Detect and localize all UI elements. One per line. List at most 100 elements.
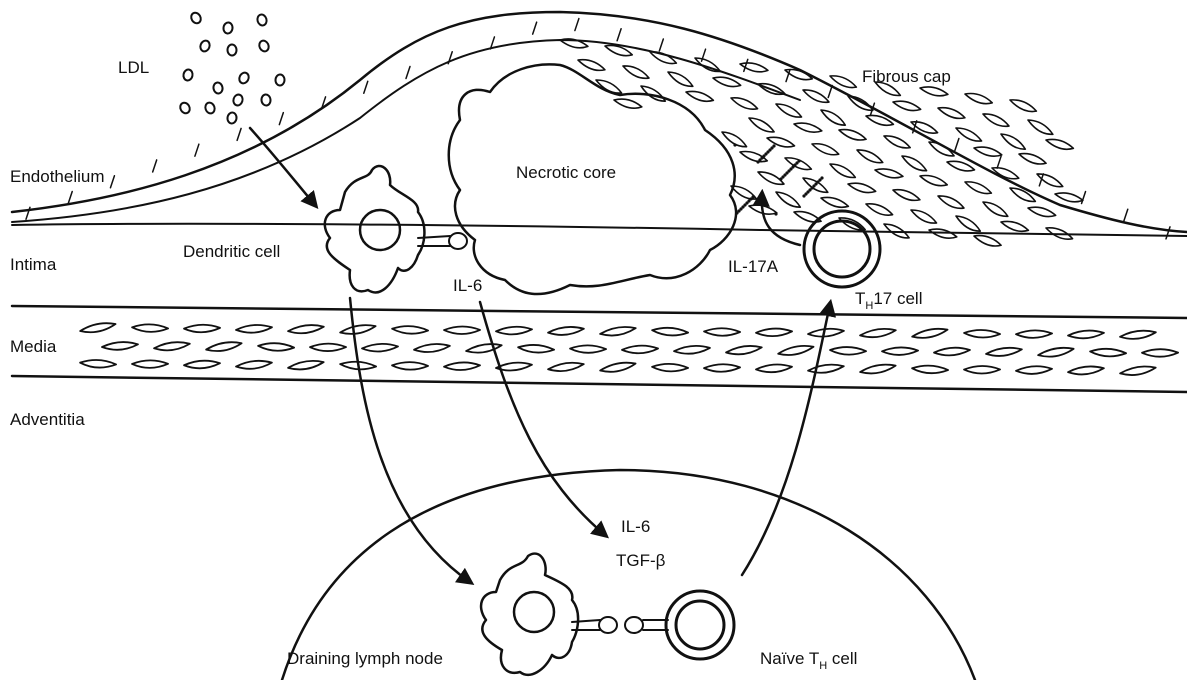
dendritic-cell-intima (325, 166, 467, 292)
smooth-muscle-cell (1142, 348, 1178, 358)
smooth-muscle-cell (288, 324, 324, 334)
ldl-particle (227, 112, 237, 124)
ldl-particle (178, 101, 191, 115)
fibrous-cap-cell (1000, 129, 1026, 154)
smooth-muscle-cell (236, 325, 272, 333)
ldl-particle (238, 71, 251, 85)
media-smooth-muscle-cells (80, 322, 1179, 377)
smooth-muscle-cell (934, 347, 970, 355)
smooth-muscle-cell (830, 345, 867, 356)
fibrous-cap-cell (892, 184, 920, 206)
label-ldl: LDL (118, 58, 149, 77)
fibrous-cap-cell (775, 98, 802, 122)
fibrous-cap-cell (1009, 94, 1037, 117)
endothelial-cell-divider (279, 113, 283, 125)
smooth-muscle-cell (964, 328, 1001, 339)
fibrous-cap-cell (685, 86, 714, 107)
fibrous-cap-cell (829, 159, 856, 183)
endothelial-cell-divider (153, 160, 157, 172)
endothelial-cell-divider (955, 139, 959, 151)
label-adventitia: Adventitia (10, 410, 85, 429)
intima-floor-line (12, 224, 1187, 236)
arrow-ldl-to-dendritic (250, 128, 315, 205)
smooth-muscle-cell (674, 345, 710, 354)
fibrous-cap-cell (1009, 183, 1036, 207)
smooth-muscle-cell (258, 341, 295, 352)
ldl-particle (204, 101, 216, 114)
fibrous-cap-cell (946, 156, 975, 176)
endothelial-cell-divider (195, 144, 199, 156)
smooth-muscle-cell (882, 347, 918, 356)
label-il6-intima: IL-6 (453, 276, 482, 295)
fibrous-cap-cell (973, 142, 1002, 162)
fibrous-cap-cell (856, 144, 883, 168)
fibrous-cap-cell (793, 206, 821, 228)
endothelial-cell-divider (617, 29, 621, 41)
th17-cell (804, 211, 880, 287)
smooth-muscle-cell (808, 328, 844, 337)
smooth-muscle-cell (756, 364, 792, 372)
endothelial-cell-divider (659, 39, 663, 51)
cytokine-dot (820, 176, 823, 179)
media-bottom-line (12, 376, 1187, 392)
ldl-particle (227, 44, 236, 55)
arrow-dendritic-to-lymph-node (350, 298, 470, 582)
smooth-muscle-cell (860, 328, 897, 339)
ldl-particles (178, 11, 284, 124)
smooth-muscle-cell (600, 361, 637, 374)
endothelial-cell-divider (1166, 227, 1170, 239)
label-dendritic-cell: Dendritic cell (183, 242, 280, 261)
smooth-muscle-cell (392, 324, 429, 335)
endothelial-cell-divider (68, 192, 72, 204)
fibrous-cap-cell (875, 164, 904, 183)
smooth-muscle-cell (548, 326, 584, 336)
fibrous-cap-cell (820, 105, 846, 130)
smooth-muscle-cell (132, 323, 169, 334)
fibrous-cap-cell (667, 67, 693, 92)
fibrous-cap-cell (964, 88, 992, 109)
endothelial-cell-divider (575, 19, 579, 31)
label-fibrous-cap: Fibrous cap (862, 67, 951, 86)
ldl-particle (199, 39, 211, 52)
endothelial-cell-divider (533, 22, 537, 34)
endothelial-cell-divider (744, 59, 748, 71)
fibrous-cap-cell (847, 91, 873, 116)
smooth-muscle-cell (1120, 330, 1156, 340)
cytokine-dot (733, 143, 736, 146)
smooth-muscle-cell (154, 341, 190, 351)
cytokine-dot (797, 159, 800, 162)
cytokine-dot (751, 195, 754, 198)
smooth-muscle-cell (496, 327, 532, 335)
fibrous-cap-cell (560, 34, 589, 53)
cytokine-dot (774, 212, 777, 215)
label-draining-lymph-node: Draining lymph node (287, 649, 443, 668)
smooth-muscle-cell (132, 359, 168, 369)
smooth-muscle-cell (1068, 330, 1104, 338)
fibrous-cap-cell (829, 70, 857, 93)
smooth-muscle-cell (1090, 347, 1127, 358)
fibrous-cap-cell (955, 122, 982, 146)
fibrous-cap-cell (847, 178, 876, 198)
media-top-line (12, 306, 1187, 318)
fibrous-cap-cell (740, 58, 769, 77)
smooth-muscle-cell (622, 345, 658, 353)
smooth-muscle-cell (756, 328, 792, 336)
smooth-muscle-cell (236, 360, 272, 370)
label-il6-node: IL-6 (621, 517, 650, 536)
fibrous-cap-cell (919, 170, 947, 191)
ldl-particle (189, 11, 202, 25)
smooth-muscle-cell (362, 344, 398, 352)
smooth-muscle-cell (912, 327, 949, 340)
smooth-muscle-cell (704, 327, 740, 337)
endothelial-cell-divider (1082, 192, 1086, 204)
fibrous-cap-cell (1045, 134, 1074, 155)
dendritic-cell-lymph-node (481, 554, 617, 675)
fibrous-cap-cell (910, 204, 937, 228)
smooth-muscle-cell (1016, 330, 1052, 339)
smooth-muscle-cell (80, 358, 117, 369)
smooth-muscle-cell (1038, 346, 1075, 358)
smooth-muscle-cell (1068, 366, 1104, 376)
label-tgf-beta: TGF-β (616, 551, 666, 570)
arrow-il6-to-lymph-node (480, 302, 605, 535)
